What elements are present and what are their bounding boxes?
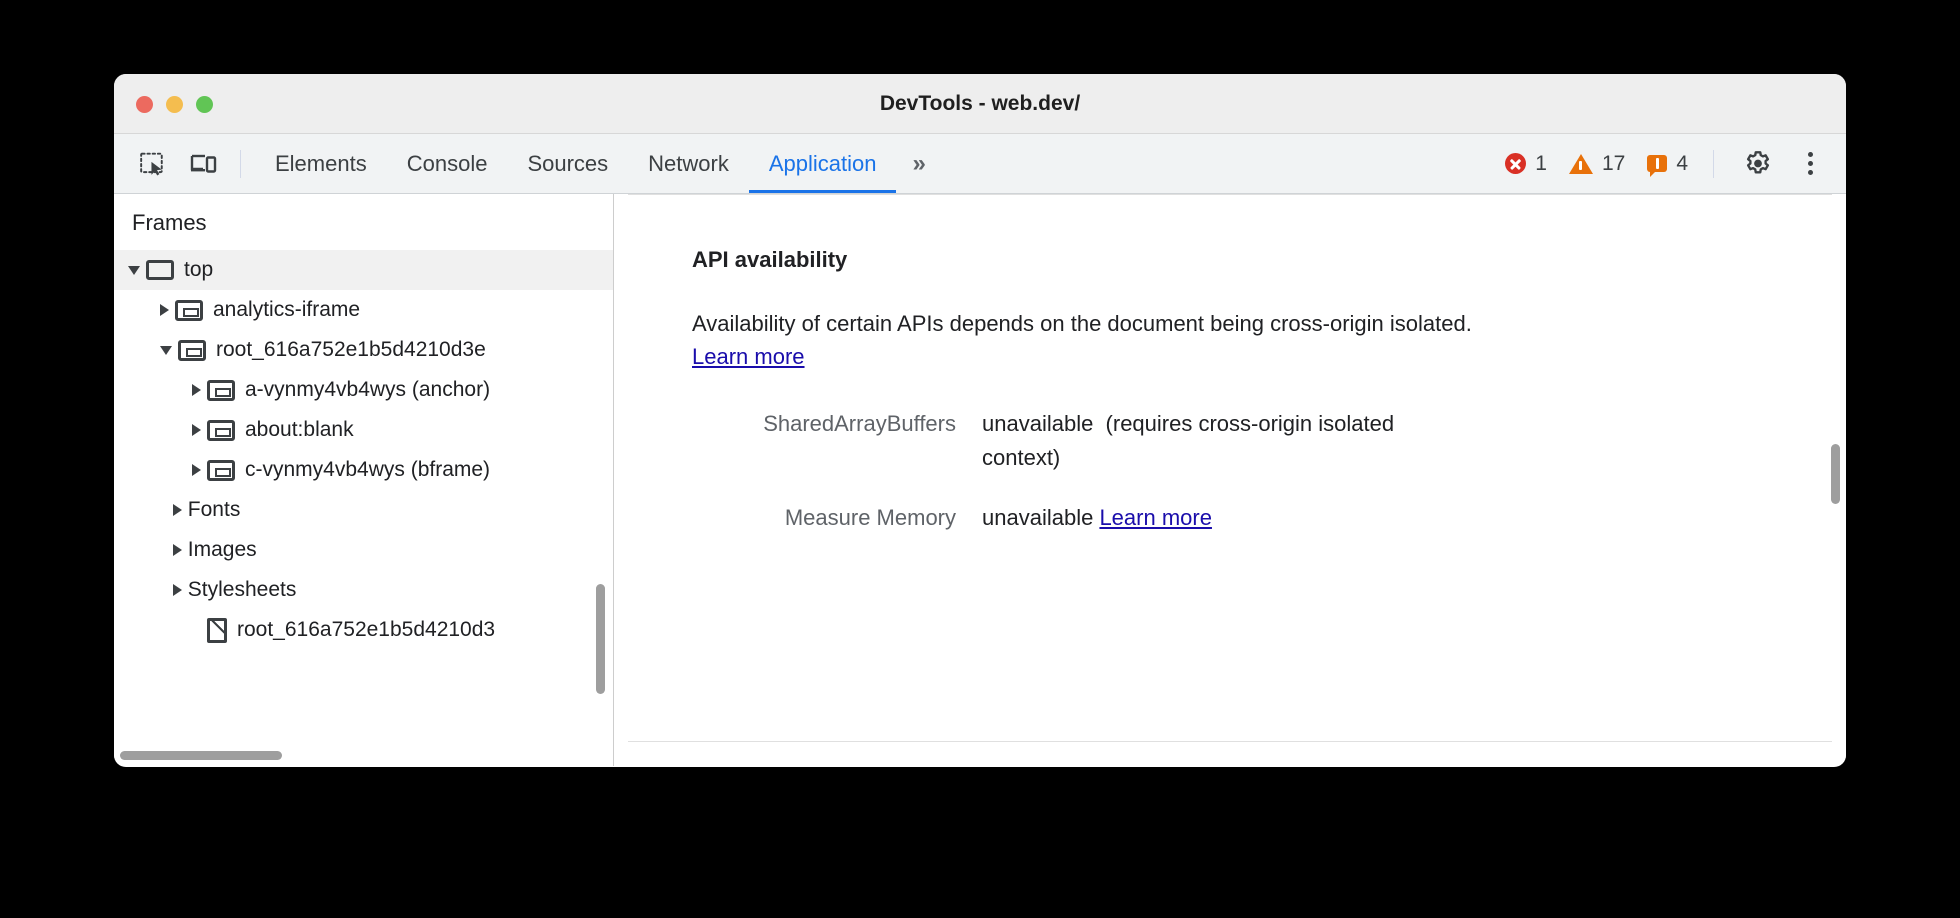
api-row-value: unavailable <box>982 505 1094 531</box>
more-tabs-chevron-icon[interactable]: » <box>912 149 925 177</box>
tree-row-label: Images <box>187 538 257 561</box>
main-panel: API availability Availability of certain… <box>614 194 1846 766</box>
iframe-icon <box>207 459 235 481</box>
api-row-key: Measure Memory <box>784 505 956 531</box>
window-minimize-button[interactable] <box>166 96 183 113</box>
api-availability-rows: SharedArrayBuffers unavailable (requires … <box>692 407 1832 535</box>
api-availability-description: Availability of certain APIs depends on … <box>692 307 1532 373</box>
devtools-toolbar: Elements Console Sources Network Applica… <box>114 134 1846 194</box>
toolbar-divider <box>240 149 241 178</box>
api-row-value-group: unavailable (requires cross-origin isola… <box>982 407 1412 475</box>
chevron-right-icon[interactable] <box>160 304 169 316</box>
kebab-dot <box>1807 152 1813 157</box>
window-titlebar: DevTools - web.dev/ <box>114 74 1846 134</box>
chevron-right-icon[interactable] <box>192 384 201 396</box>
tree-row-label: a-vynmy4vb4wys (anchor) <box>245 378 491 401</box>
api-row-note: (requires cross-origin isolated context) <box>982 411 1395 471</box>
chevron-right-icon[interactable] <box>172 544 182 556</box>
error-icon <box>1505 153 1527 174</box>
api-description-learn-more-link[interactable]: Learn more <box>692 344 805 369</box>
issue-counter[interactable]: 4 <box>1636 144 1699 184</box>
tab-network[interactable]: Network <box>648 151 729 176</box>
tree-row[interactable]: root_616a752e1b5d4210d3e <box>114 330 613 370</box>
tree-row-label: analytics-iframe <box>213 298 361 321</box>
api-description-text: Availability of certain APIs depends on … <box>692 311 1472 336</box>
tree-row[interactable]: c-vynmy4vb4wys (bframe) <box>114 450 613 490</box>
tree-row-label: root_616a752e1b5d4210d3e <box>216 338 486 361</box>
chevron-right-icon[interactable] <box>172 584 182 596</box>
api-row-value: unavailable <box>982 411 1094 436</box>
tree-row[interactable]: a-vynmy4vb4wys (anchor) <box>114 370 613 410</box>
api-row-value-group: unavailable Learn more <box>982 501 1212 535</box>
api-availability-row: SharedArrayBuffers unavailable (requires … <box>692 407 1832 475</box>
tree-row[interactable]: analytics-iframe <box>114 290 613 330</box>
device-toolbar-icon[interactable] <box>182 142 226 186</box>
iframe-icon <box>207 379 235 401</box>
tree-row[interactable]: Images <box>114 530 613 570</box>
sidebar-title: Frames <box>132 210 207 235</box>
tree-row-label: about:blank <box>245 418 354 441</box>
chevron-right-icon[interactable] <box>192 464 201 476</box>
iframe-icon <box>207 419 235 441</box>
kebab-menu-icon[interactable] <box>1788 142 1832 186</box>
toolbar-divider-right <box>1713 149 1714 178</box>
chevron-down-icon[interactable] <box>128 265 140 275</box>
tree-row[interactable]: Stylesheets <box>114 570 613 610</box>
warning-icon <box>1568 153 1593 174</box>
security-report-content: API availability Availability of certain… <box>628 194 1832 742</box>
window-close-button[interactable] <box>136 96 153 113</box>
kebab-dot <box>1807 161 1813 166</box>
tab-elements[interactable]: Elements <box>275 151 367 176</box>
tree-row-label: Fonts <box>187 498 241 521</box>
warning-counter[interactable]: 17 <box>1558 144 1636 184</box>
main-vertical-scrollbar[interactable] <box>1831 444 1840 504</box>
warning-count: 17 <box>1601 151 1626 175</box>
api-row-key: SharedArrayBuffers <box>763 411 956 436</box>
frames-sidebar: Frames top analytics-iframe root_616a752e1… <box>114 194 614 766</box>
tab-sources[interactable]: Sources <box>527 151 609 176</box>
devtools-body: Frames top analytics-iframe root_616a752e1… <box>114 194 1846 766</box>
api-availability-row: Measure Memory unavailable Learn more <box>692 501 1832 535</box>
tree-row[interactable]: root_616a752e1b5d4210d3 <box>114 610 613 650</box>
window-maximize-button[interactable] <box>196 96 213 113</box>
tree-row[interactable]: top <box>114 250 613 290</box>
tree-row-label: Stylesheets <box>187 578 297 601</box>
frame-top-icon <box>146 260 174 280</box>
window-title: DevTools - web.dev/ <box>879 92 1081 115</box>
issue-icon <box>1647 155 1668 177</box>
chevron-right-icon[interactable] <box>192 424 201 436</box>
devtools-window: DevTools - web.dev/ Elements Console Sou… <box>114 74 1846 767</box>
sidebar-horizontal-scrollbar[interactable] <box>120 751 282 760</box>
iframe-icon <box>178 339 206 361</box>
api-availability-heading: API availability <box>692 247 848 272</box>
api-row-learn-more-link[interactable]: Learn more <box>1099 505 1212 531</box>
issue-count: 4 <box>1676 151 1688 175</box>
error-count: 1 <box>1535 151 1547 175</box>
chevron-right-icon[interactable] <box>172 504 182 516</box>
chevron-down-icon[interactable] <box>160 345 172 355</box>
tree-row[interactable]: Fonts <box>114 490 613 530</box>
gear-icon[interactable] <box>1736 142 1780 186</box>
tab-console[interactable]: Console <box>406 151 488 176</box>
tree-row-label: root_616a752e1b5d4210d3 <box>237 618 496 641</box>
kebab-dot <box>1807 170 1813 175</box>
tab-application[interactable]: Application <box>748 134 897 193</box>
sidebar-vertical-scrollbar[interactable] <box>596 584 605 694</box>
tree-row[interactable]: about:blank <box>114 410 613 450</box>
tree-row-label: top <box>184 258 214 281</box>
frames-tree: top analytics-iframe root_616a752e1b5d4210… <box>114 250 613 650</box>
tree-row-label: c-vynmy4vb4wys (bframe) <box>245 458 491 481</box>
iframe-icon <box>175 299 203 321</box>
toolbar-right-group: 1 17 4 <box>1494 142 1846 186</box>
inspect-element-icon[interactable] <box>130 142 174 186</box>
document-icon <box>207 617 227 643</box>
error-counter[interactable]: 1 <box>1494 144 1558 184</box>
